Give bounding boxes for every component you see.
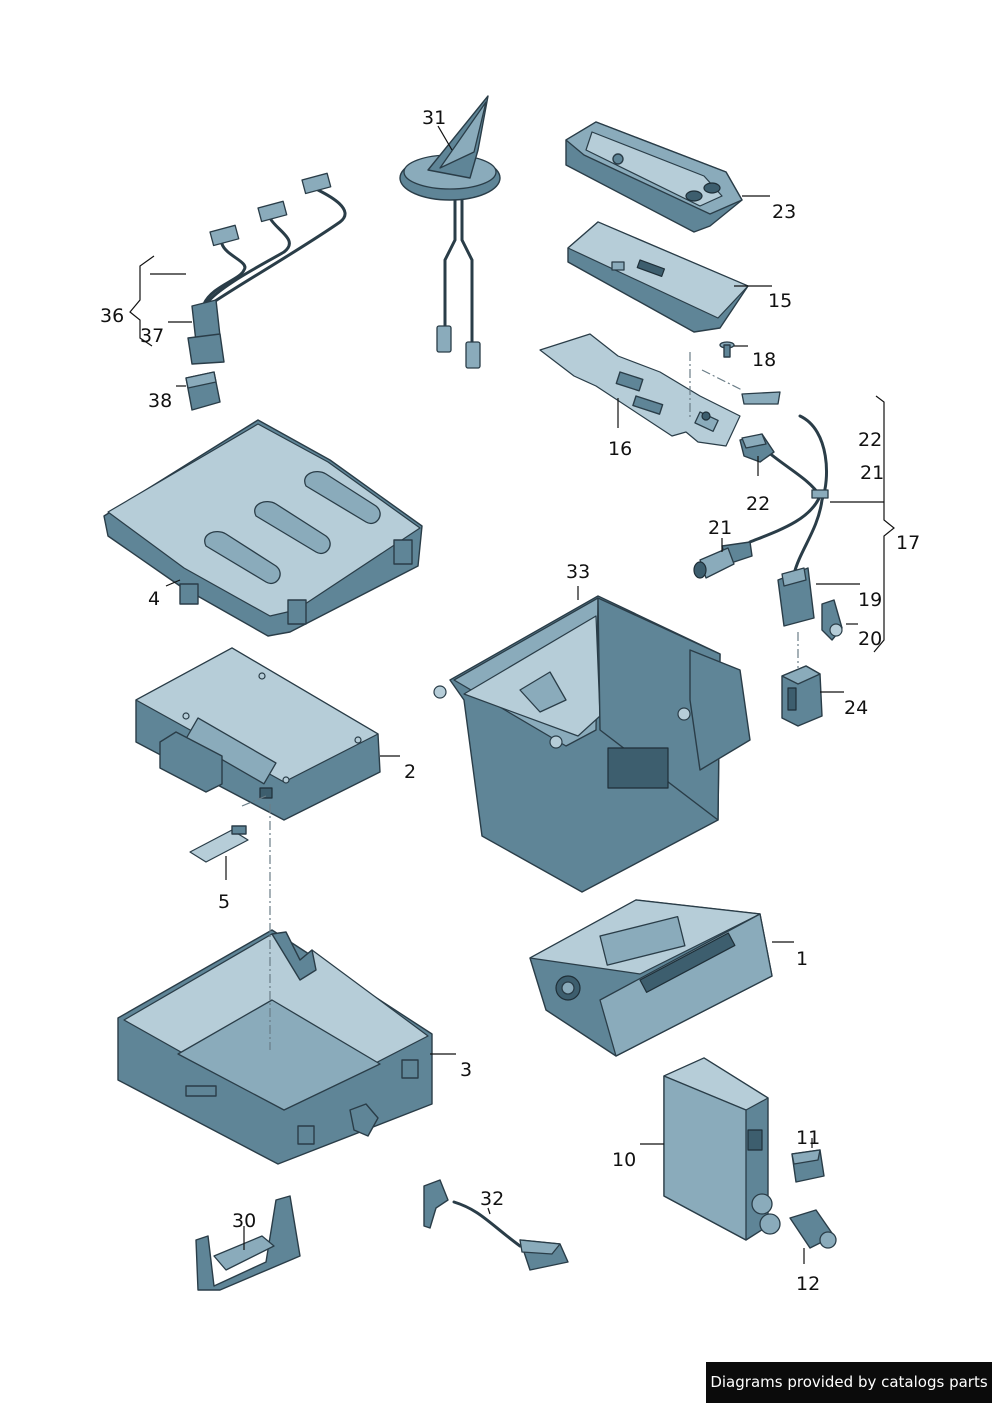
callout-17: 17 xyxy=(896,532,920,554)
part-4-tray-lid xyxy=(103,419,423,637)
callout-labels: 31 23 15 18 16 22 21 22 21 17 19 20 24 3… xyxy=(100,107,920,1295)
callout-15: 15 xyxy=(768,290,792,312)
callout-16: 16 xyxy=(608,438,632,460)
callout-30: 30 xyxy=(232,1210,256,1232)
callout-23: 23 xyxy=(772,201,796,223)
part-3-bracket-tray xyxy=(117,929,433,1165)
part-36-37-wiring-harness xyxy=(187,172,347,365)
part-11-connector xyxy=(791,1149,825,1183)
callout-18: 18 xyxy=(752,349,776,371)
callout-1: 1 xyxy=(796,948,808,970)
assembly-lines xyxy=(241,352,799,1050)
callout-21a: 21 xyxy=(860,462,884,484)
callout-22a: 22 xyxy=(858,429,882,451)
part-38-connector xyxy=(185,371,221,411)
part-32-sensor-cable xyxy=(423,1179,569,1271)
part-17-harness xyxy=(693,391,843,641)
callout-24: 24 xyxy=(844,697,868,719)
callout-2: 2 xyxy=(404,761,416,783)
part-30-clip-bracket xyxy=(195,1195,301,1291)
part-15-plate xyxy=(567,221,749,333)
callout-11: 11 xyxy=(796,1127,820,1149)
part-33-storage-box xyxy=(433,595,751,893)
part-10-module xyxy=(663,1057,781,1241)
callout-19: 19 xyxy=(858,589,882,611)
callout-31: 31 xyxy=(422,107,446,129)
callout-12: 12 xyxy=(796,1273,820,1295)
callout-36: 36 xyxy=(100,305,124,327)
part-2-control-unit xyxy=(135,647,381,821)
callout-22b: 22 xyxy=(746,493,770,515)
part-18-screw xyxy=(719,341,735,358)
callout-4: 4 xyxy=(148,588,160,610)
callout-20: 20 xyxy=(858,628,882,650)
callout-33: 33 xyxy=(566,561,590,583)
part-1-radio-unit xyxy=(529,899,773,1057)
part-12-plug xyxy=(789,1209,837,1249)
part-5-card xyxy=(189,825,249,863)
footer-credit: Diagrams provided by catalogs parts xyxy=(706,1362,992,1403)
leader-lines xyxy=(129,125,895,1264)
callout-37: 37 xyxy=(140,325,164,347)
part-24-connector-housing xyxy=(781,665,823,727)
callout-3: 3 xyxy=(460,1059,472,1081)
callout-21b: 21 xyxy=(708,517,732,539)
callout-38: 38 xyxy=(148,390,172,412)
part-31-roof-antenna xyxy=(399,95,501,369)
callout-5: 5 xyxy=(218,891,230,913)
callout-10: 10 xyxy=(612,1149,636,1171)
part-16-circuit-board xyxy=(539,333,741,447)
part-23-holder xyxy=(565,121,743,233)
callout-32: 32 xyxy=(480,1188,504,1210)
